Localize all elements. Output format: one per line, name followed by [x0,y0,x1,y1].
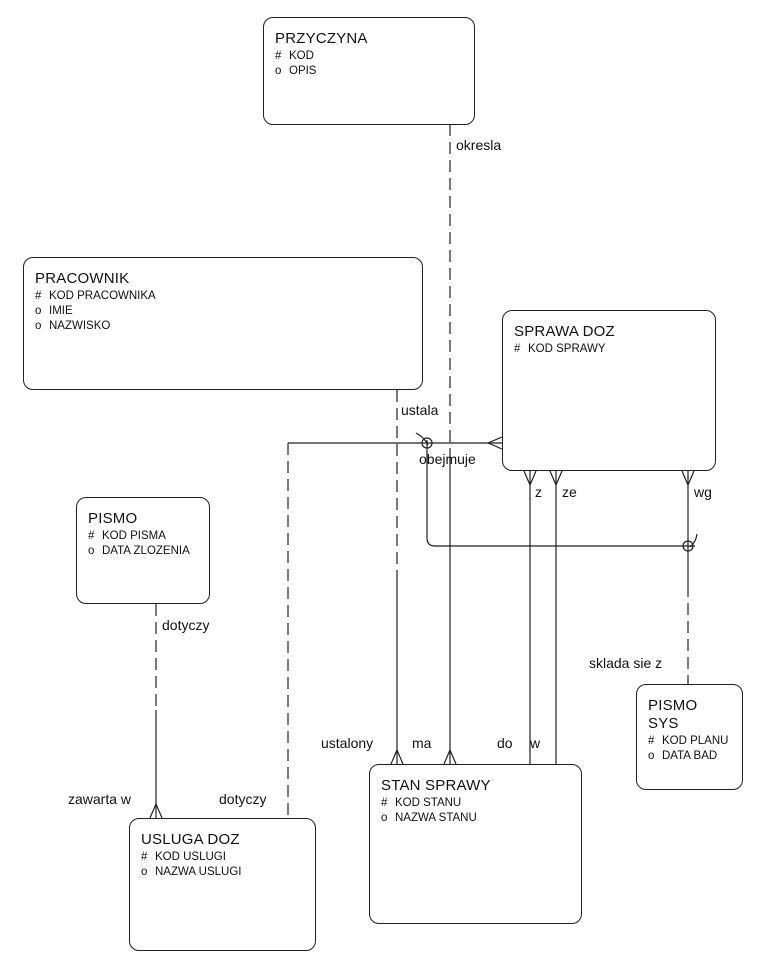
label-sklada-sie-z: sklada sie z [589,655,663,671]
label-okresla: okresla [456,137,502,153]
entity-title: PRACOWNIK [35,270,130,287]
arc-junction-1 [421,437,433,449]
arc-end-tick-2 [689,533,698,548]
entity-attribute: #KOD USLUGI [141,851,226,863]
entity-title: PRZYCZYNA [275,30,368,47]
entity-title: STAN SPRAWY [381,777,491,794]
label-ustala: ustala [401,402,439,418]
arc-end-tick-1 [415,432,429,446]
label-w: w [530,735,541,751]
entity-sprawa-doz: SPRAWA DOZ #KOD SPRAWY [502,310,716,471]
entity-attribute: #KOD [275,50,314,62]
entity-title: USLUGA DOZ [141,831,240,848]
crowfoot-zawarta [149,802,163,819]
entity-attribute: #KOD PISMA [88,530,166,542]
crowfoot-ustalony [390,748,404,765]
label-obejmuje: obejmuje [419,451,476,467]
label-ze: ze [562,484,577,500]
crowfoot-ze [549,470,563,487]
crowfoot-obejmuje [486,436,503,450]
crowfoot-z [523,470,537,487]
crowfoot-wg [681,470,695,487]
entity-attribute: #KOD PLANU [648,735,729,747]
entity-attribute: #KOD SPRAWY [514,343,606,355]
entity-title: SPRAWA DOZ [514,323,615,340]
label-wg: wg [694,484,712,500]
label-dotyczy-usluga: dotyczy [219,791,267,807]
label-zawarta-w: zawarta w [68,791,132,807]
entity-attribute: #KOD STANU [381,797,462,809]
label-do: do [497,735,513,751]
crowfoot-ma [443,748,457,765]
entity-title: PISMO SYS [648,697,698,732]
label-ma: ma [412,735,432,751]
exclusive-arc [426,440,695,547]
label-z: z [535,484,542,500]
entity-title: PISMO [88,510,138,527]
label-dotyczy-pismo: dotyczy [162,617,210,633]
entity-attribute: #KOD PRACOWNIKA [35,290,156,302]
label-ustalony: ustalony [321,735,374,751]
